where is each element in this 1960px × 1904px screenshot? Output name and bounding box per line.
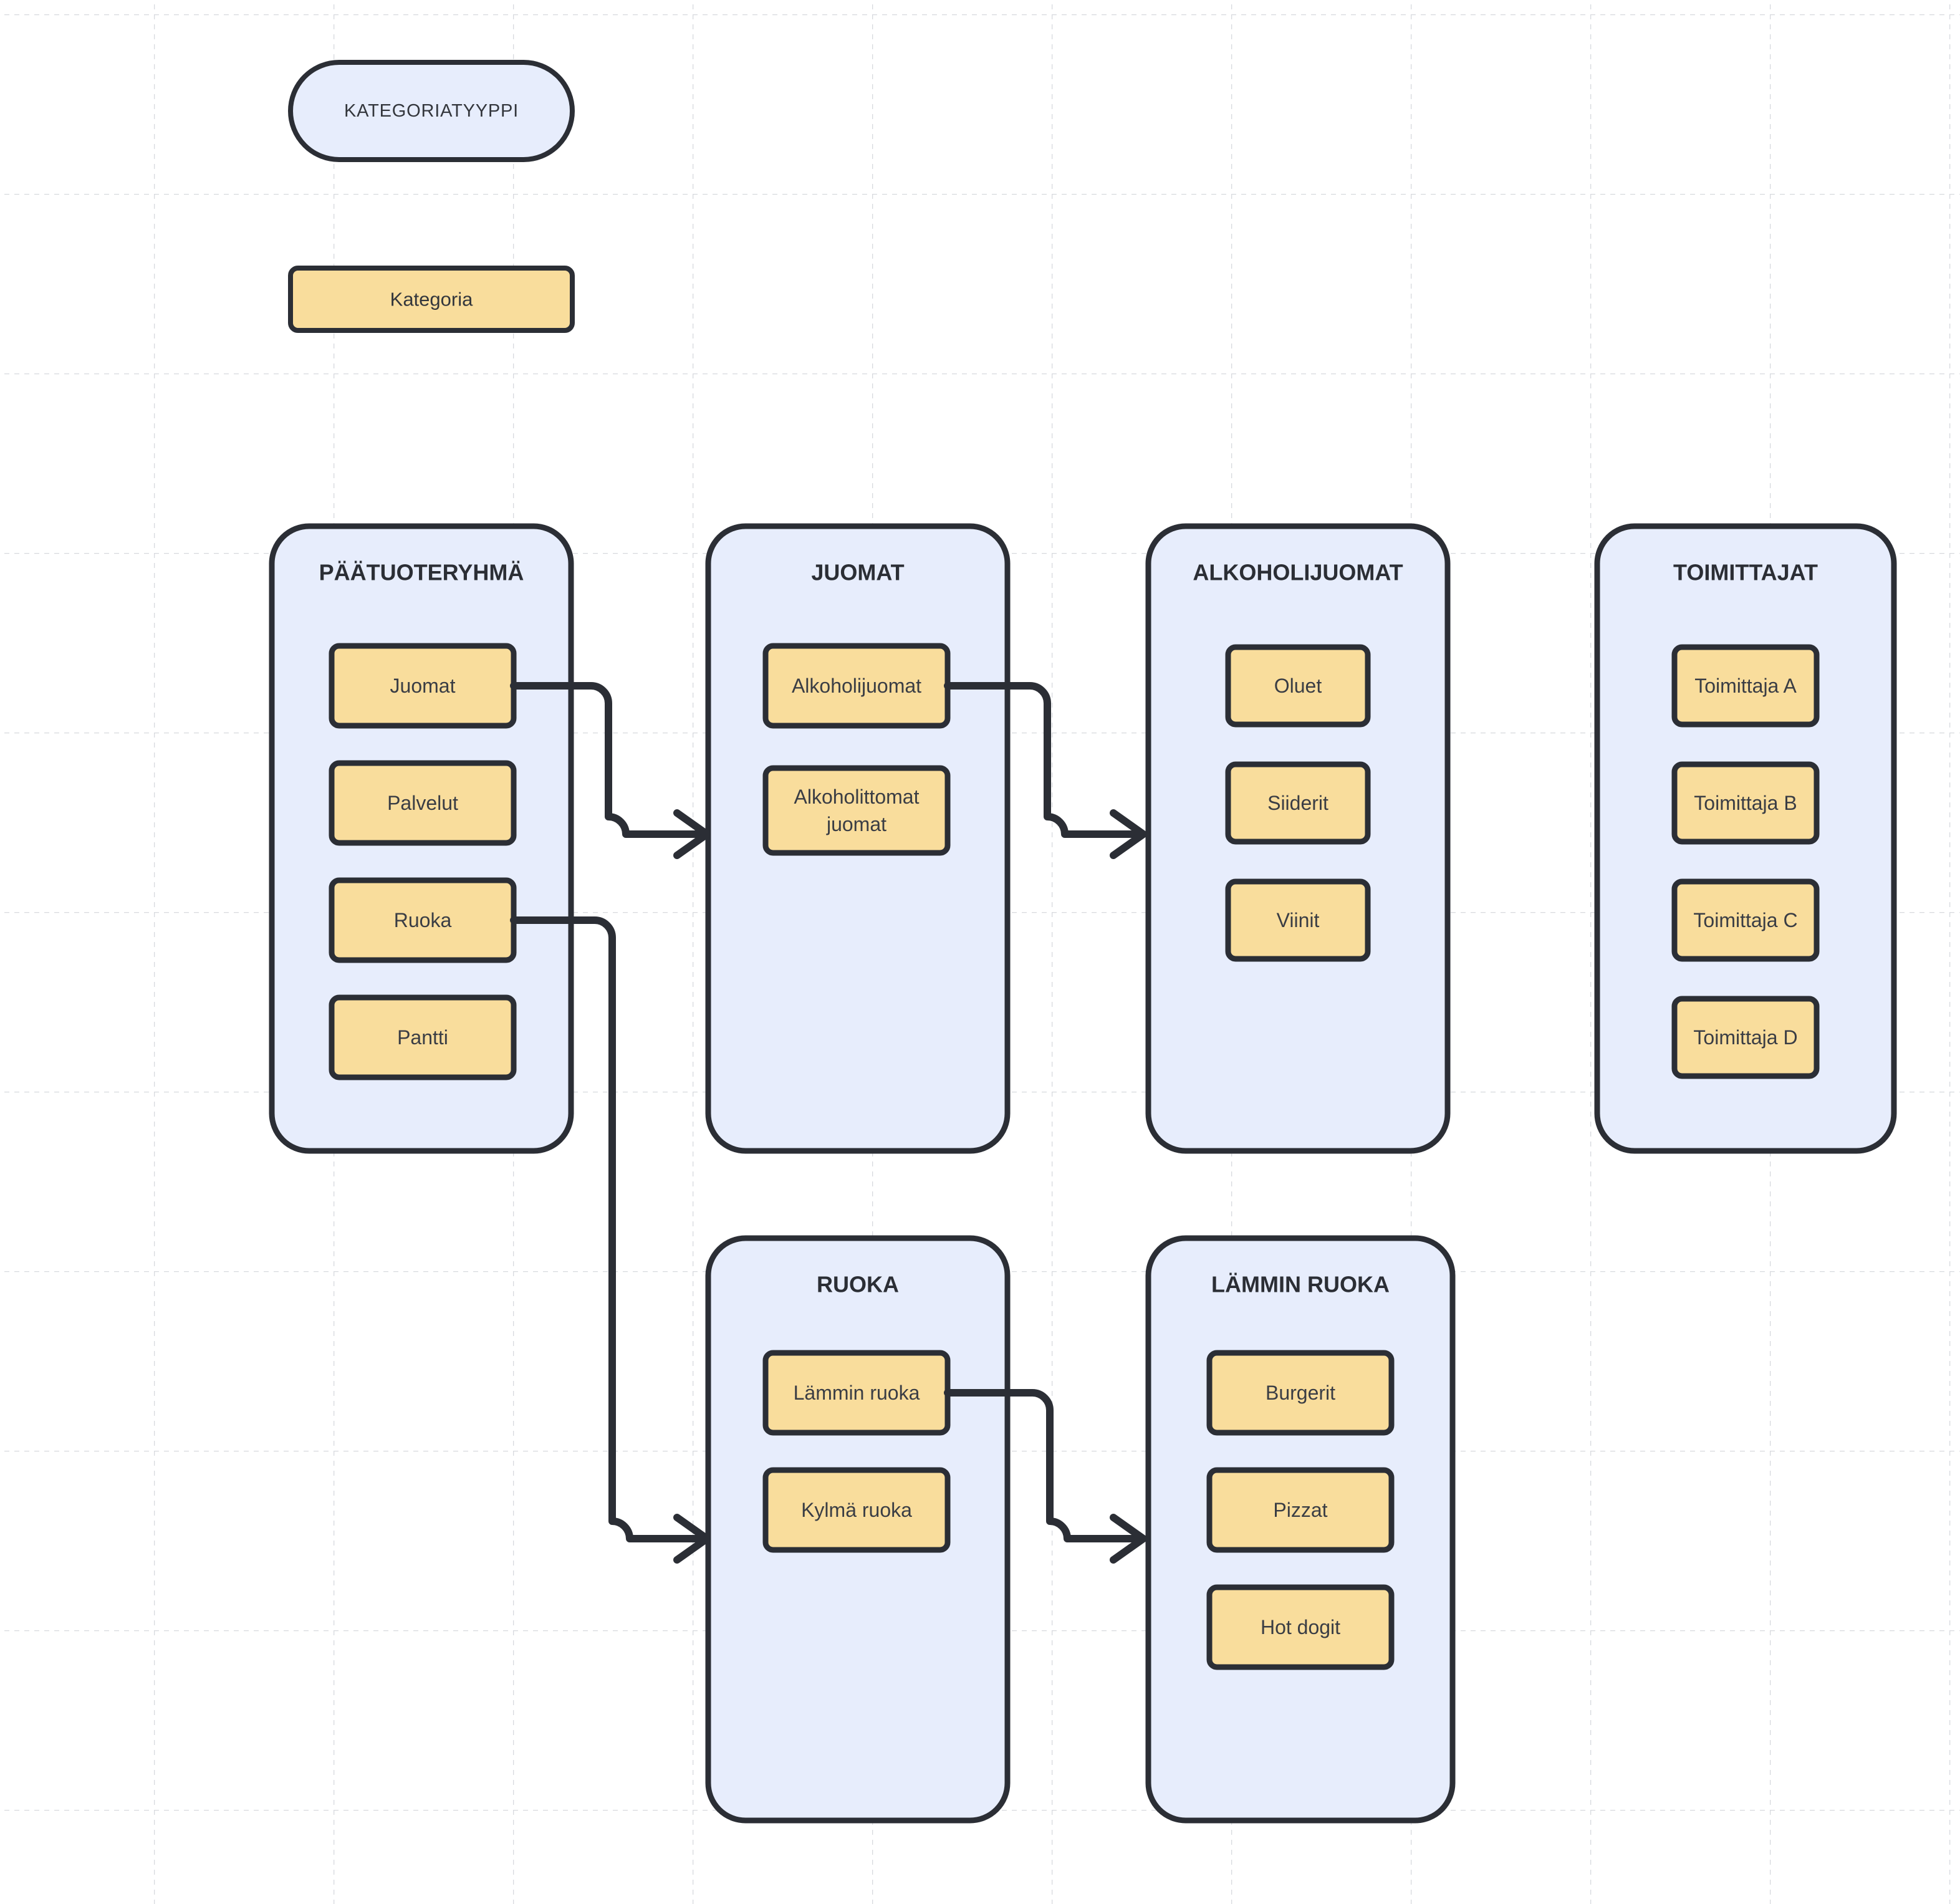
node-kylma-ruoka[interactable] [762,1467,951,1553]
legend-category-label: Kategoria [390,289,473,310]
node-label-pantti: Pantti [397,1026,448,1049]
arrowhead-juomat-to-juomat-container [673,809,711,859]
container-lammin-ruoka: LÄMMIN RUOKA Burgerit Pizzat Hot dogit [1145,1235,1456,1824]
node-label-palvelut: Palvelut [387,792,458,814]
node-palvelut[interactable] [329,760,517,846]
node-label-alkoholijuomat: Alkoholijuomat [792,675,921,697]
node-toimittaja-c[interactable] [1671,878,1820,962]
legend: KATEGORIATYYPPI Kategoria [288,60,575,333]
node-label-hot-dogit: Hot dogit [1261,1616,1340,1638]
arrowhead-alkoholijuomat-to-alkoholijuomat-container [1110,809,1147,859]
node-label-lammin-ruoka: Lämmin ruoka [794,1382,920,1404]
connector-alkoholijuomat-to-alkoholijuomat-container[interactable] [944,682,1142,838]
container-title-alkoholijuomat: ALKOHOLIJUOMAT [1193,560,1403,585]
connector-ruoka-to-ruoka-container[interactable] [510,916,706,1542]
node-pantti[interactable] [329,994,517,1080]
node-burgerit[interactable] [1206,1350,1395,1436]
node-label-toimittaja-d: Toimittaja D [1693,1026,1797,1049]
node-label-siiderit: Siiderit [1267,792,1328,814]
container-title-toimittajat: TOIMITTAJAT [1673,560,1818,585]
container-title-ruoka: RUOKA [817,1272,899,1297]
container-title-juomat: JUOMAT [811,560,904,585]
node-toimittaja-b[interactable] [1671,761,1820,845]
node-siiderit[interactable] [1225,761,1371,845]
connectors [510,682,1147,1564]
node-toimittaja-d[interactable] [1671,996,1820,1079]
node-hot-dogit[interactable] [1206,1584,1395,1670]
container-ruoka: RUOKA Lämmin ruoka Kylmä ruoka [705,1235,1011,1824]
legend-categorytype-label: KATEGORIATYYPPI [344,101,519,121]
node-toimittaja-a[interactable] [1671,644,1820,728]
node-oluet[interactable] [1225,644,1371,728]
container-title-paatuoteryhma: PÄÄTUOTERYHMÄ [319,560,524,585]
node-label-juomat: Juomat [390,675,456,697]
arrowhead-ruoka-to-ruoka-container [673,1514,711,1564]
connector-lammin-ruoka-to-lammin-ruoka-container[interactable] [944,1389,1142,1542]
arrowhead-lammin-ruoka-to-lammin-ruoka-container [1110,1514,1147,1564]
container-title-lammin-ruoka: LÄMMIN RUOKA [1211,1272,1390,1297]
container-toimittajat: TOIMITTAJAT Toimittaja A Toimittaja B To… [1594,523,1897,1154]
node-label-ruoka: Ruoka [394,909,452,931]
node-label-burgerit: Burgerit [1266,1382,1335,1404]
container-alkoholijuomat: ALKOHOLIJUOMAT Oluet Siiderit Viinit [1145,523,1451,1154]
node-label-viinit: Viinit [1277,909,1320,931]
node-label-oluet: Oluet [1274,675,1322,697]
node-viinit[interactable] [1225,878,1371,962]
legend-category-box[interactable] [288,266,575,333]
node-label-toimittaja-b: Toimittaja B [1694,792,1797,814]
node-label-pizzat: Pizzat [1273,1499,1327,1521]
node-alkoholittomat-juomat[interactable] [762,765,951,856]
node-label-kylma-ruoka: Kylmä ruoka [801,1499,912,1521]
container-paatuoteryhma: PÄÄTUOTERYHMÄ Juomat Palvelut Ruoka Pant… [269,523,574,1154]
node-label-toimittaja-a: Toimittaja A [1694,675,1797,697]
node-label-alkoholittomat-juomat-line2: juomat [826,813,886,835]
node-pizzat[interactable] [1206,1467,1395,1553]
node-label-alkoholittomat-juomat-line1: Alkoholittomat [794,786,920,808]
connector-juomat-to-juomat-container[interactable] [510,682,706,838]
legend-categorytype-pill[interactable] [288,60,575,162]
node-label-toimittaja-c: Toimittaja C [1693,909,1797,931]
container-juomat: JUOMAT Alkoholijuomat Alkoholittomat juo… [705,523,1011,1154]
